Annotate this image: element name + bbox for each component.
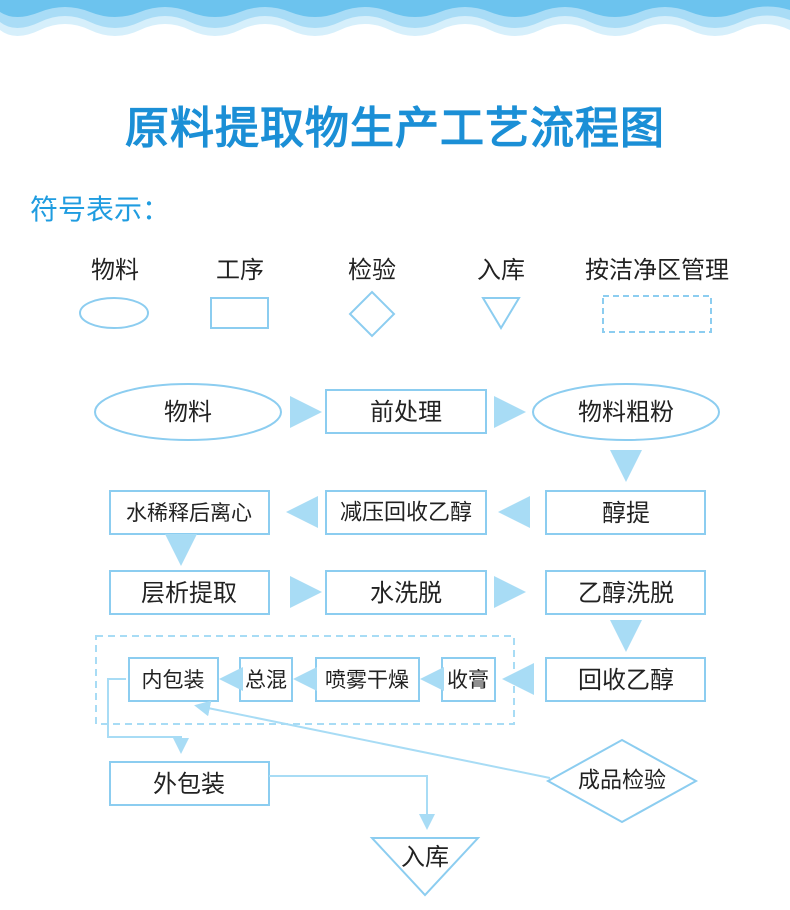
label-product-inspection: 成品检验 — [578, 769, 666, 794]
node-water-elution — [325, 570, 487, 615]
page-title: 原料提取物生产工艺流程图 — [125, 103, 665, 154]
node-pretreatment — [325, 389, 487, 434]
legend-label-clean-area: 按洁净区管理 — [585, 256, 729, 284]
node-ethanol-elution — [545, 570, 706, 615]
node-product-inspection — [545, 738, 699, 824]
node-material — [94, 383, 282, 441]
label-alcohol-extraction: 醇提 — [602, 499, 650, 527]
node-column-extraction — [109, 570, 270, 615]
connector-outer-to-warehouse — [269, 775, 435, 830]
node-ethanol-recovery-2 — [545, 657, 706, 702]
flow-arrows — [165, 396, 642, 695]
legend-heading: 符号表示： — [30, 193, 171, 226]
label-ethanol-recovery-1: 减压回收乙醇 — [340, 501, 472, 526]
legend-rectangle-shape — [210, 297, 269, 329]
legend-label-process: 工序 — [216, 256, 264, 284]
legend-diamond-shape — [348, 290, 396, 338]
label-ethanol-recovery-2: 回收乙醇 — [578, 666, 674, 694]
label-water-elution: 水洗脱 — [370, 579, 442, 607]
legend-triangle-shape — [481, 297, 521, 330]
label-warehouse: 入库 — [401, 843, 449, 871]
legend-label-material: 物料 — [91, 256, 139, 284]
node-ethanol-recovery-1 — [325, 490, 487, 535]
legend-ellipse-shape — [79, 297, 149, 329]
connector-lines — [107, 678, 551, 830]
label-inner-pack: 内包装 — [142, 668, 205, 692]
label-ethanol-elution: 乙醇洗脱 — [578, 579, 674, 607]
legend-label-storage: 入库 — [477, 256, 525, 284]
label-column-extraction: 层析提取 — [141, 579, 237, 607]
connector-inspection-to-inner — [194, 700, 551, 779]
node-coarse-powder — [532, 383, 720, 441]
label-pretreatment: 前处理 — [370, 398, 442, 426]
connector-inner-to-outer — [107, 678, 189, 754]
label-collect-paste: 收膏 — [447, 668, 489, 692]
node-inner-pack — [128, 657, 219, 702]
label-outer-pack: 外包装 — [153, 770, 225, 798]
label-water-dilution: 水稀释后离心 — [126, 501, 252, 525]
node-warehouse — [369, 837, 481, 897]
node-alcohol-extraction — [545, 490, 706, 535]
legend-dashed-rectangle-shape — [602, 295, 712, 333]
label-material: 物料 — [164, 398, 212, 426]
node-spray-dry — [315, 657, 420, 702]
legend-label-inspection: 检验 — [348, 256, 396, 284]
label-total-mix: 总混 — [245, 668, 287, 692]
label-coarse-powder: 物料粗粉 — [578, 398, 674, 426]
wave-decoration — [0, 0, 790, 36]
node-outer-pack — [109, 761, 270, 806]
label-spray-dry: 喷雾干燥 — [325, 668, 409, 692]
